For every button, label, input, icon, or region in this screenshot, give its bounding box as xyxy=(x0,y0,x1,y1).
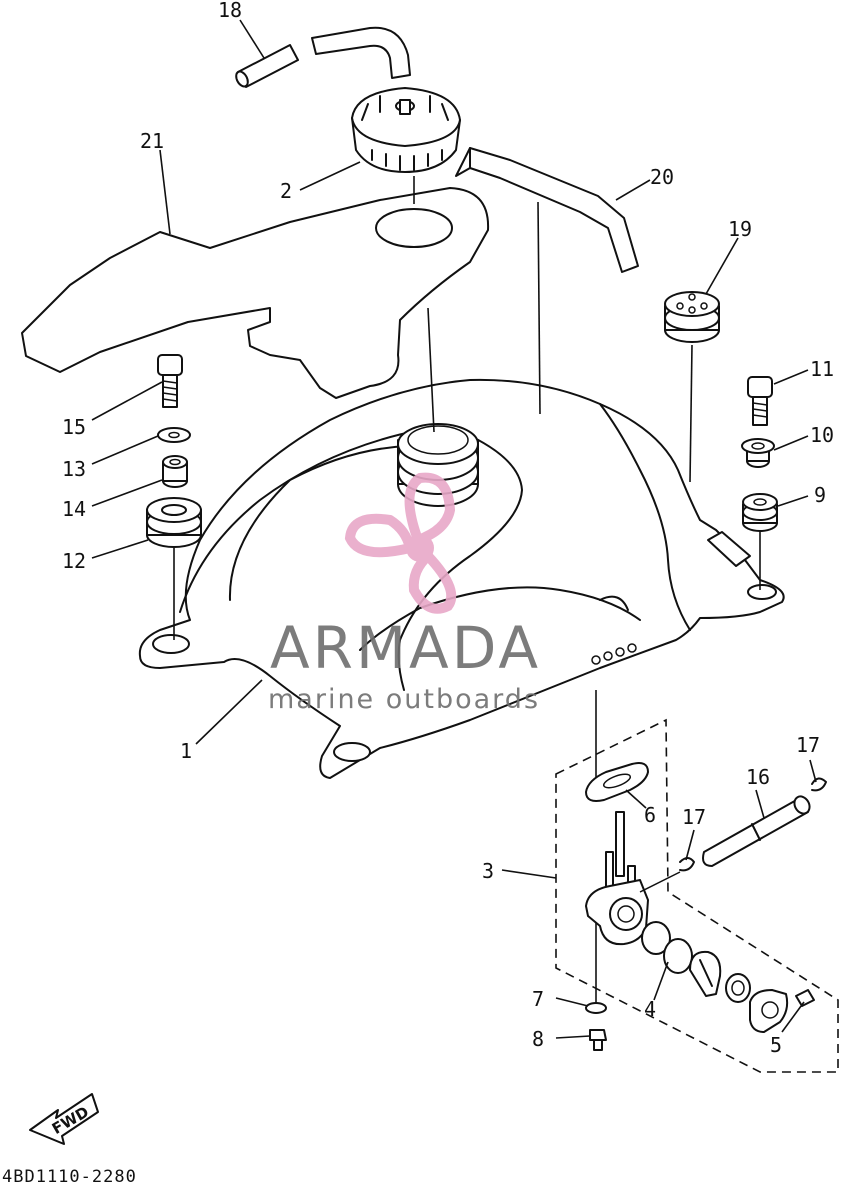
watermark-title: ARMADA xyxy=(270,614,541,682)
callout-6: 6 xyxy=(644,803,656,827)
callout-11: 11 xyxy=(810,357,834,381)
callout-4: 4 xyxy=(644,997,656,1021)
part-18-hose xyxy=(235,26,411,88)
callout-14: 14 xyxy=(62,497,86,521)
part-14-collar xyxy=(162,455,188,488)
part-7-washer xyxy=(585,1002,607,1014)
part-13-washer xyxy=(157,427,191,443)
part-3-fuel-cock-group xyxy=(555,718,839,1073)
part-9-damper xyxy=(742,493,778,532)
leader-lines xyxy=(91,19,817,1039)
callout-5: 5 xyxy=(770,1033,782,1057)
callout-20: 20 xyxy=(650,165,674,189)
watermark-propeller-logo xyxy=(344,472,457,614)
callout-1: 1 xyxy=(180,739,192,763)
watermark: ARMADA marine outboards xyxy=(268,472,541,715)
part-12-damper xyxy=(146,497,202,548)
callout-7: 7 xyxy=(532,987,544,1011)
assembly-lines xyxy=(173,176,761,1008)
part-1-fuel-tank xyxy=(138,378,785,779)
callout-19: 19 xyxy=(728,217,752,241)
callout-8: 8 xyxy=(532,1027,544,1051)
callout-10: 10 xyxy=(810,423,834,447)
callout-labels: 18 21 2 20 19 11 10 9 15 13 14 12 1 6 17… xyxy=(62,0,834,1057)
watermark-subtitle: marine outboards xyxy=(268,684,540,715)
callout-15: 15 xyxy=(62,415,86,439)
part-20-strap xyxy=(455,147,639,273)
fuel-cock-lever xyxy=(689,950,722,997)
callout-17-upper: 17 xyxy=(796,733,820,757)
part-6-gasket xyxy=(585,762,649,802)
part-10-collar xyxy=(741,438,775,468)
part-11-bolt xyxy=(747,376,773,426)
fuel-cock-body xyxy=(585,811,681,946)
callout-21: 21 xyxy=(140,129,164,153)
part-8-screw xyxy=(589,1029,607,1051)
part-4-seal xyxy=(641,921,693,974)
part-2-fuel-cap xyxy=(351,87,461,173)
part-5-plate-screw xyxy=(749,989,815,1033)
part-16-hose xyxy=(702,795,811,867)
callout-13: 13 xyxy=(62,457,86,481)
fuel-cock-packing xyxy=(725,973,751,1003)
diagram-code: 4BD1110-2280 xyxy=(2,1167,137,1185)
part-17-clip-upper xyxy=(811,777,827,792)
callout-2: 2 xyxy=(280,179,292,203)
part-17-clip-lower xyxy=(679,857,695,872)
part-21-cover xyxy=(21,187,490,399)
callout-17-lower: 17 xyxy=(682,805,706,829)
callout-18: 18 xyxy=(218,0,242,22)
callout-9: 9 xyxy=(814,483,826,507)
callout-12: 12 xyxy=(62,549,86,573)
callout-16: 16 xyxy=(746,765,770,789)
part-15-bolt xyxy=(157,354,183,408)
callout-3: 3 xyxy=(482,859,494,883)
fwd-arrow: FWD xyxy=(29,1093,99,1145)
part-19-grommet xyxy=(664,291,720,343)
